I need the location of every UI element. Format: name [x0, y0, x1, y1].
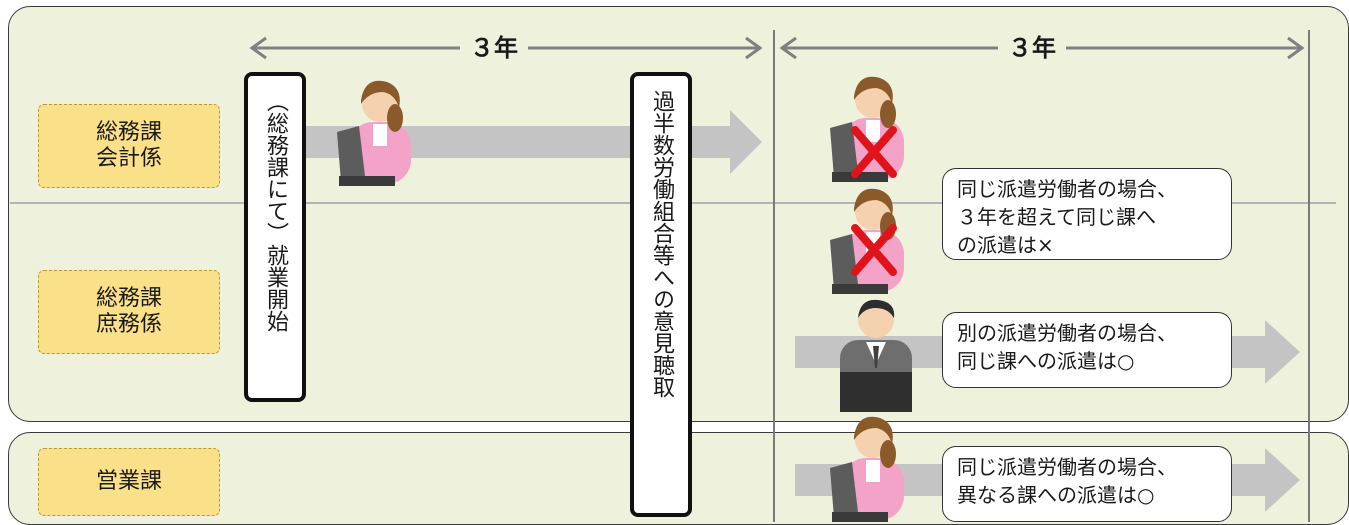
callout-other-worker-same-dept: 別の派遣労働者の場合、 同じ課への派遣は○ [942, 312, 1232, 388]
period-divider-6yr [1308, 30, 1310, 522]
start-of-work-label: （総務課にて）就業開始 [263, 90, 288, 332]
callout-same-worker-same-dept: 同じ派遣労働者の場合、 ３年を超えて同じ課へ の派遣は× [942, 168, 1232, 260]
male-worker-icon [840, 299, 912, 412]
start-of-work-box: （総務課にて）就業開始 [244, 72, 306, 402]
union-hearing-box: 過半数労働組合等への意見聴取 [630, 72, 692, 517]
period-divider-3yr [773, 30, 775, 522]
period-label-1: ３年 [460, 34, 528, 62]
dept-general-affairs: 総務課 庶務係 [38, 270, 220, 354]
period-label-2: ３年 [998, 34, 1066, 62]
female-worker-icon [830, 416, 904, 522]
callout-same-worker-other-dept: 同じ派遣労働者の場合、 異なる課への派遣は○ [942, 446, 1232, 522]
dept-sales: 営業課 [38, 448, 220, 516]
dept-general-accounting: 総務課 会計係 [38, 104, 220, 188]
union-hearing-label: 過半数労働組合等への意見聴取 [649, 90, 674, 398]
female-worker-icon [337, 80, 411, 186]
